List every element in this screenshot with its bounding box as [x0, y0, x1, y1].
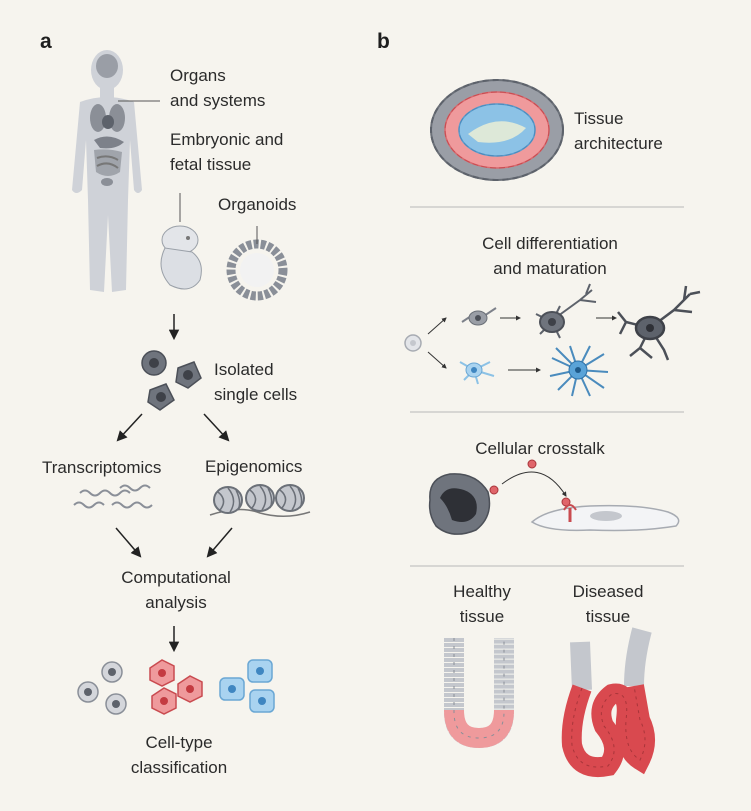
tissue-architecture-icon: [430, 79, 564, 181]
immune-cell-icon: [428, 473, 491, 535]
rna-icon: [73, 484, 153, 509]
arrow-epigenomics-to-analysis: [206, 527, 233, 558]
arrow-to-epigenomics: [203, 413, 230, 442]
embryonic-tissue-label: Embryonic and fetal tissue: [170, 130, 284, 174]
signal-molecule-icon-2: [527, 459, 537, 469]
organs-label: Organs and systems: [170, 66, 266, 110]
healthy-tissue-icon: [444, 638, 514, 749]
fibroblast-cell-icon: [530, 504, 680, 532]
tissue-architecture-label: Tissue architecture: [574, 109, 663, 153]
mature-neuron-icon: [617, 285, 701, 361]
diseased-tissue-label: Diseased tissue: [572, 582, 644, 626]
panel-b-letter: b: [377, 30, 390, 53]
arrow-to-transcriptomics: [116, 413, 143, 442]
cell-type-classification-label: Cell-type classification: [130, 733, 228, 777]
arrow-transcriptomics-to-analysis: [115, 527, 142, 558]
panel-a-letter: a: [40, 30, 52, 53]
early-glia-icon: [459, 361, 495, 385]
red-cell-cluster-icon: [149, 659, 203, 715]
signal-molecule-icon: [489, 485, 499, 495]
isolated-cells-label: Isolated single cells: [214, 360, 298, 404]
epigenomics-label: Epigenomics: [205, 457, 303, 476]
receptor-icon: [561, 497, 577, 522]
cell-differentiation-label: Cell differentiation and maturation: [482, 234, 618, 278]
organoid-icon: [226, 239, 288, 301]
healthy-tissue-label: Healthy tissue: [453, 582, 511, 626]
cellular-crosstalk-label: Cellular crosstalk: [475, 439, 605, 458]
mature-glia-icon: [549, 345, 609, 397]
chromatin-icon: [209, 484, 311, 517]
blue-cell-cluster-icon: [219, 659, 275, 713]
organs-icon: [90, 54, 125, 186]
organoids-label: Organoids: [218, 195, 297, 214]
early-neuron-icon: [461, 307, 497, 326]
computational-analysis-label: Computational analysis: [121, 568, 231, 612]
crosstalk-arrow: [501, 471, 567, 497]
transcriptomics-label: Transcriptomics: [42, 458, 162, 477]
diseased-tissue-icon: [561, 627, 655, 777]
stem-cell-icon: [404, 334, 422, 352]
embryo-icon: [160, 225, 202, 290]
isolated-cells-icon: [141, 350, 202, 411]
mid-neuron-icon: [535, 283, 597, 339]
arrow-stem-to-glia: [427, 351, 447, 369]
arrow-stem-to-neuron: [427, 317, 447, 335]
gray-cell-cluster-icon: [77, 661, 127, 715]
